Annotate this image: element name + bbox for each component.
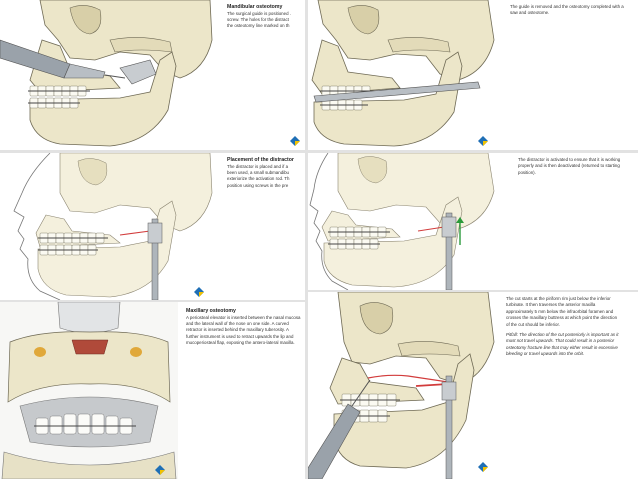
panel-divider <box>308 290 638 292</box>
caption-line: of the cut should be inferior. <box>506 321 560 327</box>
skull-illustration <box>0 0 213 147</box>
caption-line: further instrument is used to retract up… <box>186 333 294 339</box>
caption-line: A periosteal elevator is inserted betwee… <box>186 314 301 320</box>
pitfall-line: bleeding or travel upwards into the orbi… <box>506 351 585 357</box>
caption-line: approximately 5 mm below the infraorbita… <box>506 308 614 314</box>
panel-placement-distractor: Placement of the distractor The distract… <box>0 153 305 300</box>
publisher-logo-icon <box>194 287 204 297</box>
caption-line: position using screws in the pre <box>227 182 289 188</box>
panel-divider <box>0 300 305 302</box>
panel-guide-removed: The guide is removed and the osteotomy c… <box>308 0 638 150</box>
caption-title: Maxillary osteotomy <box>186 308 236 314</box>
panel-divider <box>308 150 638 153</box>
caption-line: The distractor is activated to ensure th… <box>518 157 621 162</box>
caption-line: The guide is removed and the osteotomy c… <box>510 4 624 9</box>
pitfall-line: Pitfall: The direction of the cut poster… <box>506 332 619 338</box>
caption-line: position). <box>518 169 536 175</box>
pitfall-line: must not travel upwards. That could resu… <box>506 338 615 344</box>
caption-line: turbinate. It then traverses the anterio… <box>506 302 596 308</box>
caption-line: and the lateral wall of the nose on one … <box>186 320 289 326</box>
publisher-logo-icon <box>155 465 165 475</box>
panel-maxillary-osteotomy: Maxillary osteotomy A periosteal elevato… <box>0 302 305 479</box>
panel-mandibular-osteotomy: Mandibular osteotomy The surgical guide … <box>0 0 305 150</box>
caption-line: properly and is then deactivated (return… <box>518 163 620 169</box>
publisher-logo-icon <box>478 136 488 146</box>
publisher-logo-icon <box>478 462 488 472</box>
caption-line: The surgical guide is positioned . <box>227 10 291 16</box>
caption-line: The cut starts at the piriform rim just … <box>506 296 611 301</box>
face-outline-illustration <box>13 153 213 300</box>
panel-divider <box>0 150 305 153</box>
caption-line: exteriorize the activation rod. Th <box>227 176 290 182</box>
caption-title: Mandibular osteotomy <box>227 4 283 10</box>
panel-divider <box>305 0 308 479</box>
panel-cut-starts: The cut starts at the piriform rim just … <box>308 292 638 479</box>
caption-line: saw and osteotome. <box>510 10 550 16</box>
caption-line: The distractor is placed and if a <box>227 163 289 169</box>
surgical-field-illustration <box>0 302 178 479</box>
skull-illustration <box>311 0 495 147</box>
face-outline-illustration <box>309 153 495 290</box>
caption-title: Placement of the distractor <box>227 157 294 163</box>
caption-line: the osteotomy line marked on th <box>227 23 290 29</box>
drill-instrument <box>0 39 126 79</box>
pitfall-line: osteotomy fracture line that may either … <box>506 344 618 350</box>
publisher-logo-icon <box>290 136 300 146</box>
skull-illustration <box>308 292 495 479</box>
caption-line: crosses the maxillary buttress at which … <box>506 315 618 321</box>
caption-line: screw. The holes for the distract <box>227 16 289 22</box>
caption-line: mucoperiosteal flap, exposing the antero… <box>186 340 295 346</box>
panel-distractor-activated: The distractor is activated to ensure th… <box>308 153 638 290</box>
caption-line: retractor is inserted behind the maxilla… <box>186 327 289 333</box>
caption-line: been used, a small submandibu <box>227 169 289 175</box>
